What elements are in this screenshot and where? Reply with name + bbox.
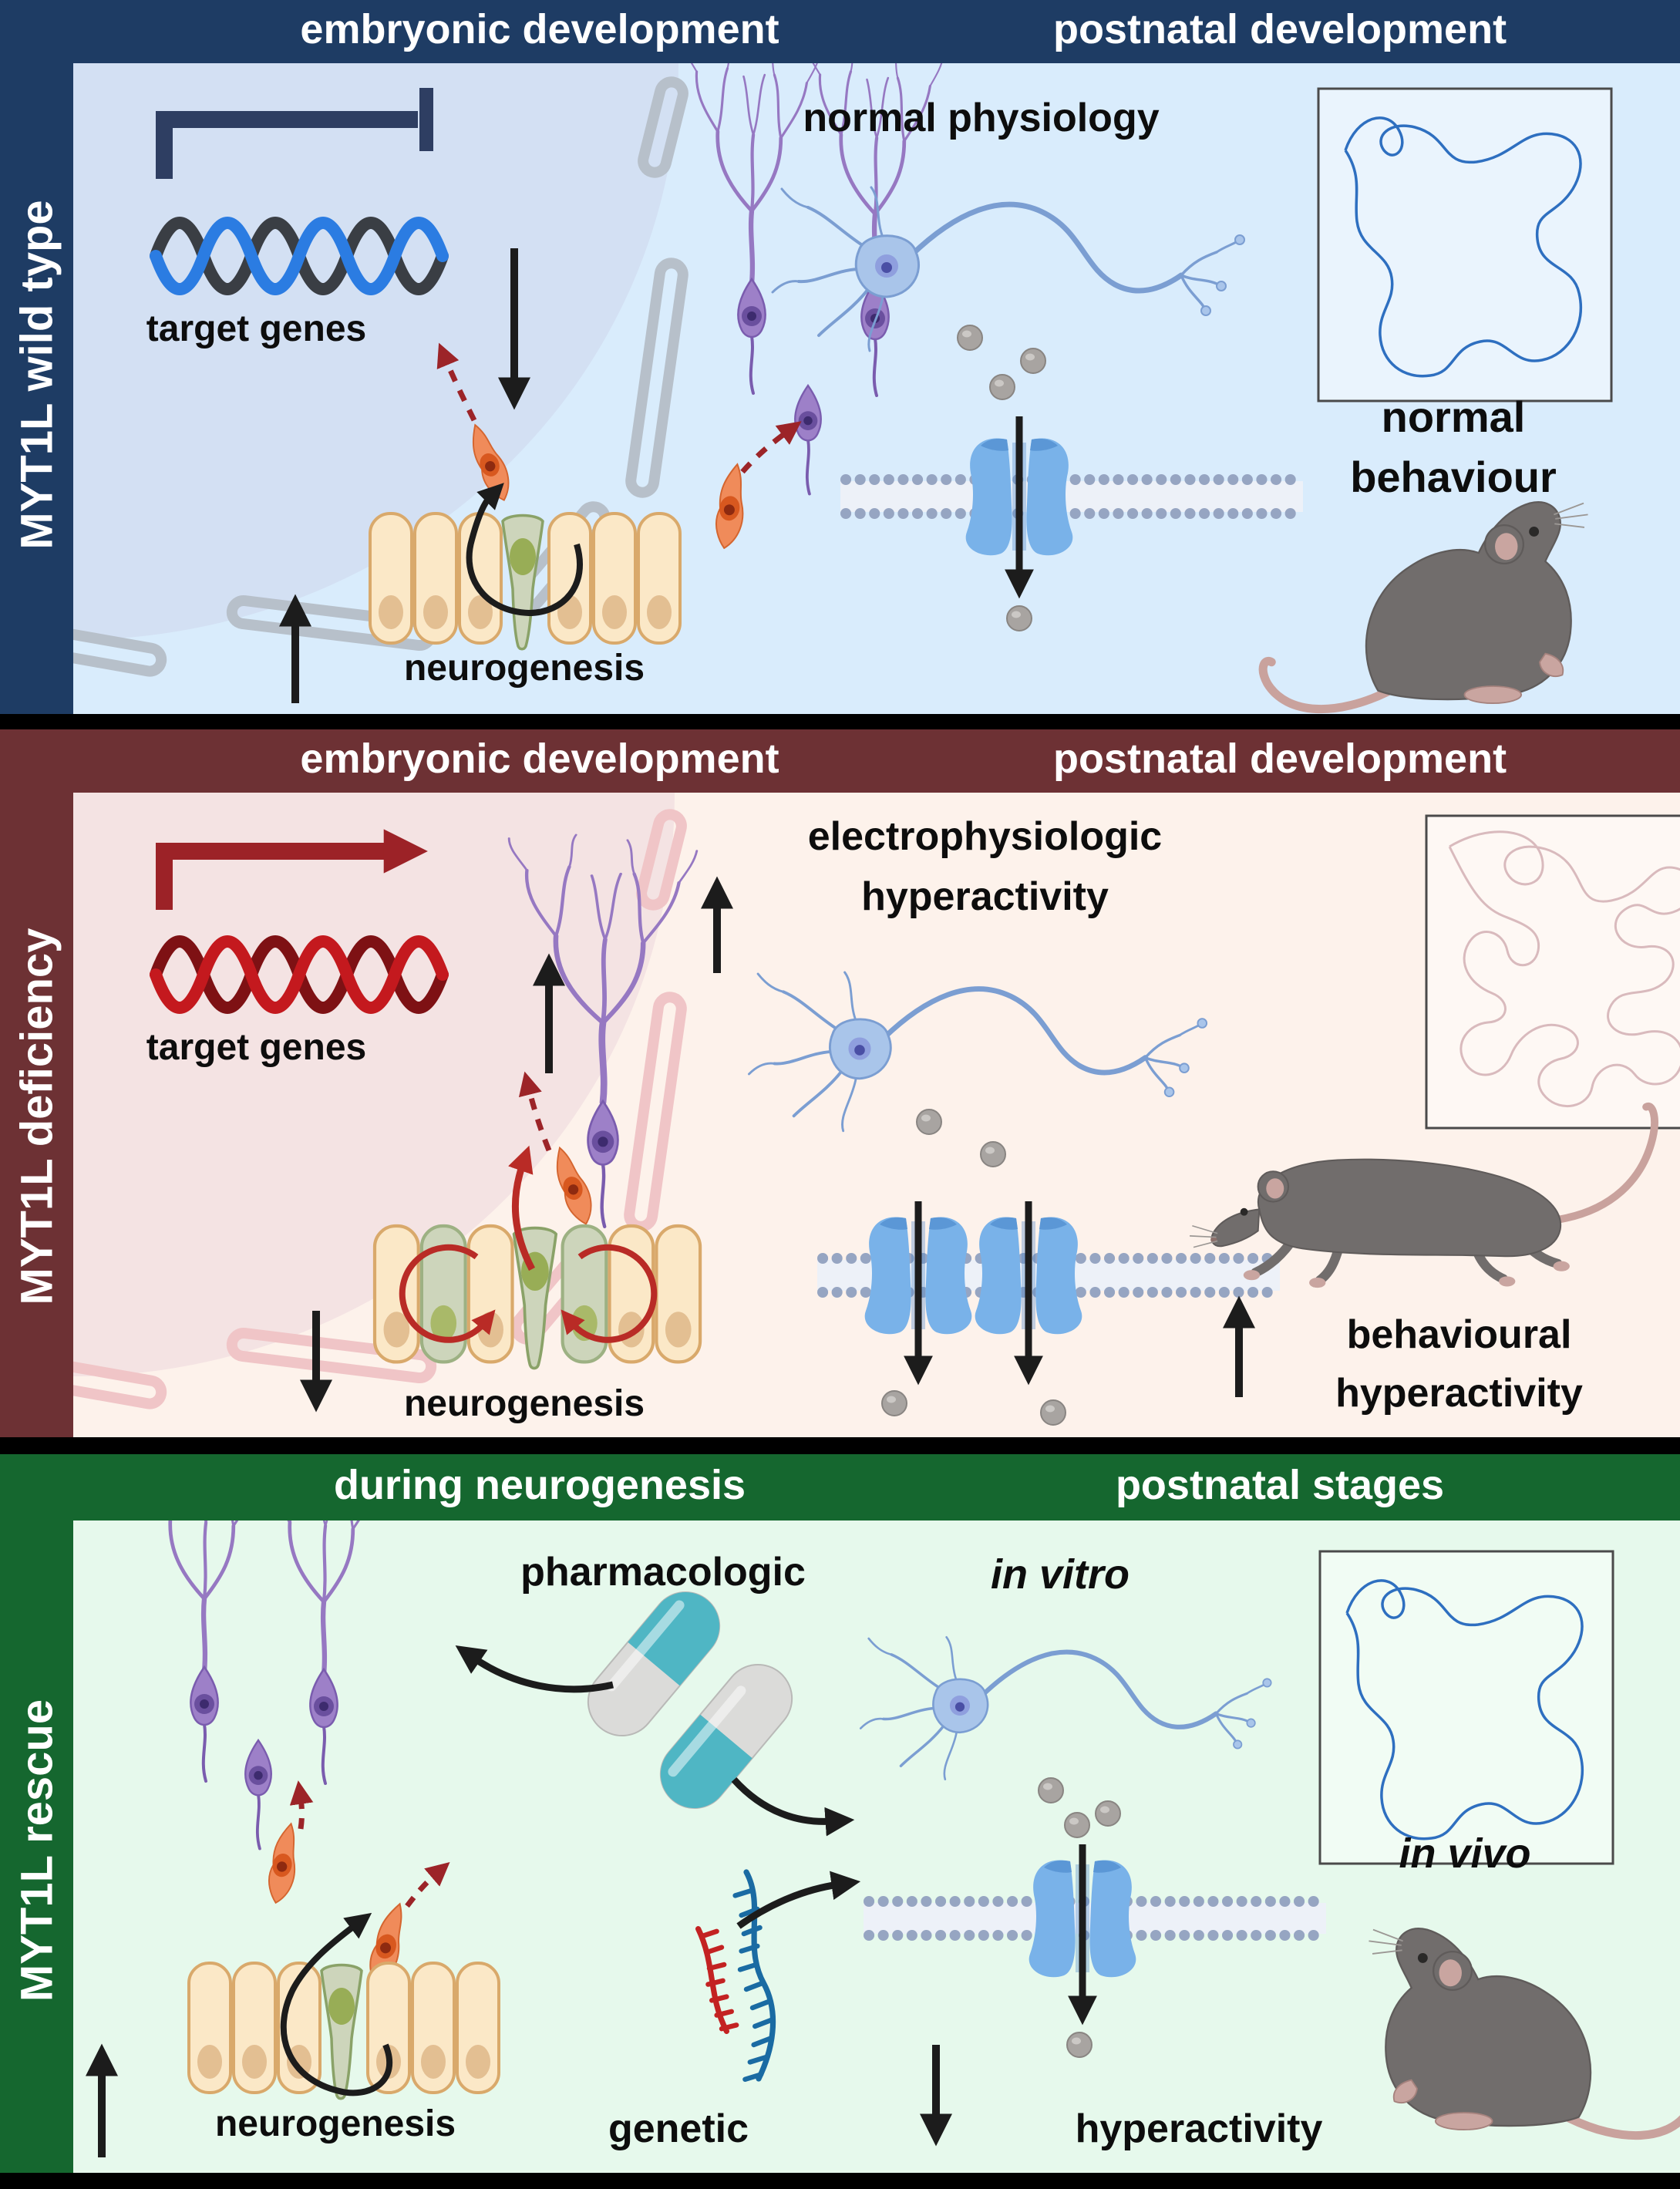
drug-capsules-icon <box>573 1577 807 1824</box>
label-electro-hyperactivity: hyperactivity <box>861 874 1109 919</box>
panel-deficiency-sidebar <box>0 729 73 1437</box>
header-embryonic-development: embryonic development <box>300 736 779 782</box>
label-behavioural-hyperactivity: hyperactivity <box>1335 1371 1583 1416</box>
panel-divider <box>0 714 1680 729</box>
migrating-neuron-icon <box>711 461 752 551</box>
migration-dashed-arrow <box>405 1861 450 1908</box>
ion-icon <box>1066 2032 1093 2058</box>
bottom-border <box>0 2173 1680 2189</box>
self-renewal-arrow <box>280 1912 393 2096</box>
sidebar-label-deficiency: MYT1L deficiency <box>12 928 62 1305</box>
header-postnatal-development: postnatal development <box>1052 6 1507 52</box>
ion-icon <box>1040 1399 1066 1426</box>
ion-icon <box>881 1390 907 1416</box>
neurotransmitter-icon <box>1095 1800 1121 1827</box>
label-neurogenesis: neurogenesis <box>403 1383 645 1424</box>
label-normal-physiology: normal physiology <box>803 96 1160 140</box>
label-normal-behaviour: normal <box>1381 392 1526 441</box>
openfield-track-icon <box>1425 814 1680 1130</box>
repression-arrow-icon <box>156 88 433 179</box>
neurotransmitter-icon <box>1020 348 1046 374</box>
panel-wildtype-sidebar <box>0 0 73 714</box>
migrating-neuron-icon <box>263 1820 306 1907</box>
mouse-icon <box>1369 1928 1680 2135</box>
panel-wildtype-header-band <box>0 0 1680 63</box>
mouse-icon <box>1263 502 1587 709</box>
panel-rescue-art <box>86 1521 1680 2157</box>
openfield-track-icon <box>1317 87 1613 402</box>
panel-deficiency-art <box>73 793 1680 1426</box>
migration-dashed-arrow <box>289 1780 314 1830</box>
neurotransmitter-icon <box>1064 1812 1090 1838</box>
panel-divider <box>0 1437 1680 1454</box>
label-electrophysiologic: electrophysiologic <box>807 814 1163 859</box>
mature-neurons-icon <box>136 1521 392 1851</box>
neurotransmitter-icon <box>957 325 983 351</box>
migration-dashed-arrow <box>740 421 802 474</box>
pyramidal-neuron-icon <box>773 187 1244 351</box>
neurotransmitter-icon <box>916 1109 942 1135</box>
self-renewal-arrow <box>466 483 583 617</box>
panel-rescue-sidebar <box>0 1454 73 2173</box>
treatment-arrow <box>731 1776 855 1837</box>
neurotransmitter-icon <box>1038 1777 1064 1803</box>
sidebar-label-rescue: MYT1L rescue <box>12 1699 62 2002</box>
self-renewal-red-arrows <box>399 1145 658 1343</box>
header-during-neurogenesis: during neurogenesis <box>333 1462 746 1508</box>
ion-icon <box>1006 605 1032 631</box>
label-behavioural: behavioural <box>1346 1312 1572 1357</box>
panel-wildtype-art <box>73 63 1613 714</box>
label-normal-behaviour: behaviour <box>1350 453 1557 501</box>
pyramidal-neuron-icon <box>749 972 1207 1131</box>
neuroepithelium-icon <box>369 512 682 651</box>
header-postnatal-stages: postnatal stages <box>1115 1462 1445 1508</box>
label-in-vivo: in vivo <box>1399 1830 1531 1877</box>
neurotransmitter-icon <box>989 374 1015 400</box>
activation-arrow-icon <box>156 829 428 910</box>
sidebar-label-wildtype: MYT1L wild type <box>12 200 62 550</box>
panel-deficiency-header-band <box>0 729 1680 793</box>
openfield-track-icon <box>1318 1550 1614 1865</box>
panel-rescue-header-band <box>0 1454 1680 1521</box>
label-in-vitro: in vitro <box>990 1551 1130 1598</box>
label-neurogenesis: neurogenesis <box>214 2103 456 2144</box>
pyramidal-neuron-icon <box>860 1637 1271 1779</box>
antisense-oligo-icon <box>699 1872 773 2080</box>
label-pharmacologic: pharmacologic <box>520 1550 806 1595</box>
label-neurogenesis: neurogenesis <box>403 648 645 689</box>
membrane-icon <box>840 480 1303 514</box>
label-target-genes: target genes <box>146 1027 367 1068</box>
label-genetic: genetic <box>608 2106 749 2151</box>
migration-dashed-arrow <box>518 1071 552 1152</box>
treatment-arrow <box>736 1871 861 1929</box>
label-hyperactivity: hyperactivity <box>1075 2106 1323 2151</box>
neuroepithelium-icon <box>187 1962 500 2100</box>
label-target-genes: target genes <box>146 308 367 349</box>
header-embryonic-development: embryonic development <box>300 6 779 52</box>
header-postnatal-development: postnatal development <box>1052 736 1507 782</box>
treatment-arrow <box>455 1645 614 1693</box>
migration-dashed-arrow <box>436 342 477 422</box>
neurotransmitter-icon <box>980 1141 1006 1167</box>
